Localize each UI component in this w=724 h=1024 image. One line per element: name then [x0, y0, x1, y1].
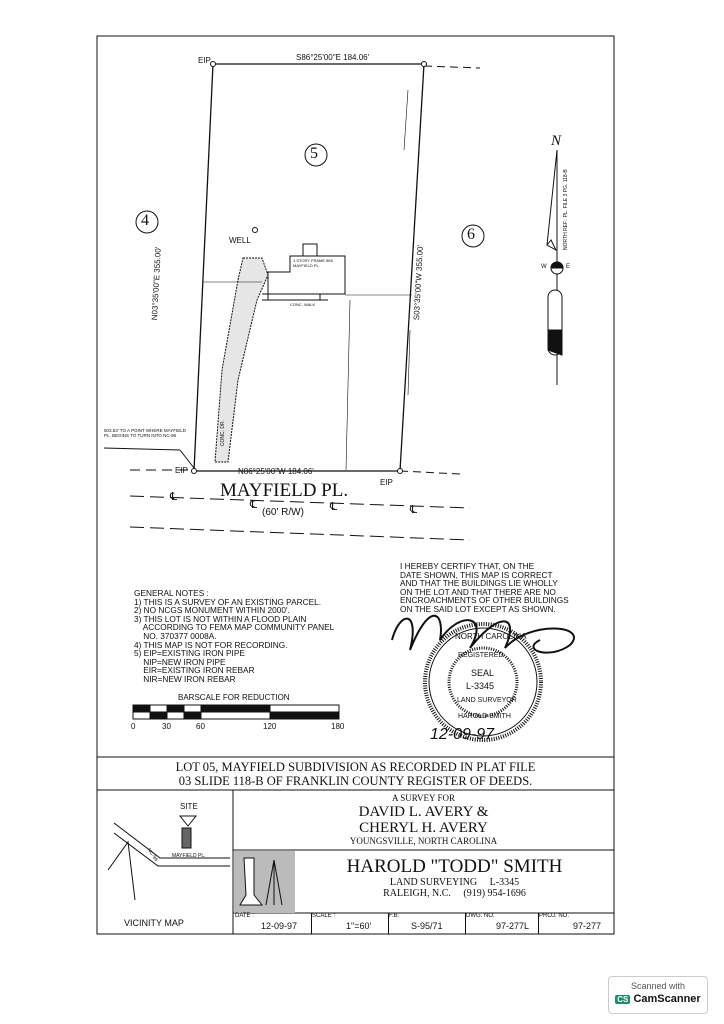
field-value: 1"=60': [346, 921, 372, 931]
field-label: SCALE :: [312, 913, 336, 919]
date-field: DATE : 12-09-97: [235, 913, 312, 934]
centerline-symbol: ℄: [410, 504, 418, 516]
note-line: 1) THIS IS A SURVEY OF AN EXISTING PARCE…: [134, 596, 322, 607]
centerline-symbol: ℄: [330, 501, 338, 513]
cert-line: ON THE LOT AND THAT THERE ARE NO: [400, 586, 556, 597]
seal-center: SEAL: [471, 668, 495, 678]
north-label: N: [551, 133, 562, 149]
vicinity-site: SITE: [180, 802, 198, 811]
bearing-south: N86°25'00"W 184.06': [238, 467, 314, 476]
adjacent-lot-west: 4: [141, 212, 149, 229]
cert-line: I HEREBY CERTIFY THAT, ON THE: [400, 561, 535, 571]
barscale-title: BARSCALE FOR REDUCTION: [178, 693, 290, 702]
house-label: 1 STORY FRAME 865 MAYFIELD PL.: [293, 258, 333, 268]
vicinity-road: MAYFIELD PL.: [172, 853, 206, 859]
surveyor-business: LAND SURVEYING L-3345: [389, 877, 520, 888]
note-line: 3) THIS LOT IS NOT WITHIN A FLOOD PLAIN: [134, 613, 307, 624]
camscanner-logo-icon: CS: [615, 995, 631, 1004]
note-line: 4) THIS MAP IS NOT FOR RECORDING.: [134, 639, 288, 650]
client-name: CHERYL H. AVERY: [359, 820, 488, 836]
surveyor-contact: RALEIGH, N.C. (919) 954-1696: [383, 888, 526, 899]
cert-line: ON THE SAID LOT EXCEPT AS SHOWN.: [400, 603, 556, 614]
lot-description-line: LOT 05, MAYFIELD SUBDIVISION AS RECORDED…: [175, 760, 536, 774]
client-location: YOUNGSVILLE, NORTH CAROLINA: [349, 836, 498, 846]
road-note: 503.53' TO A POINT WHERE MAYFIELD PL. BE…: [104, 428, 187, 438]
right-of-way: (60' R/W): [262, 507, 304, 518]
barscale-tick: 30: [162, 722, 171, 731]
well-label: WELL: [229, 236, 251, 245]
scale-field: SCALE : 1"=60': [312, 913, 389, 934]
field-value: S-95/71: [411, 921, 443, 931]
seal-top: NORTH CAROLINA: [455, 632, 527, 641]
scanner-brand: CS CamScanner: [609, 993, 707, 1005]
seal-license: L-3345: [466, 681, 495, 691]
field-label: DWG. NO.: [466, 913, 495, 919]
scanner-line: Scanned with: [630, 981, 686, 991]
field-label: F.B.: [389, 913, 400, 919]
compass-west: W: [541, 264, 547, 270]
walk-label: CONC. WALK: [290, 302, 316, 307]
field-book-field: F.B. S-95/71: [389, 913, 466, 934]
eip-label: EIP: [175, 466, 188, 475]
scanner-brand-text: CamScanner: [633, 993, 701, 1005]
project-number-field: PROJ. NO.97-277: [539, 913, 613, 934]
centerline-symbol: ℄: [250, 499, 258, 511]
eip-label: EIP: [198, 56, 211, 65]
barscale-tick: 180: [331, 722, 345, 731]
field-label: DATE :: [235, 913, 254, 919]
drawing-number-field: DWG. NO.97-277L: [466, 913, 539, 934]
notes-title: GENERAL NOTES :: [134, 588, 209, 598]
note-line: NIP=NEW IRON PIPE: [134, 656, 226, 667]
compass-east: E: [566, 264, 571, 270]
eip-label: EIP: [380, 478, 393, 487]
field-label: PROJ. NO.: [539, 913, 570, 919]
field-value: 97-277: [573, 921, 602, 931]
camscanner-badge: Scanned with CS CamScanner: [608, 976, 708, 1014]
sheet-border: [96, 35, 615, 935]
seal-land-surveyor: LAND SURVEYOR: [457, 697, 517, 704]
field-value: 97-277L: [496, 921, 530, 931]
note-line: EIR=EXISTING IRON REBAR: [134, 665, 255, 676]
barscale-tick: 120: [263, 722, 277, 731]
barscale-tick: 60: [196, 722, 205, 731]
drive-label: CONC. DR.: [220, 419, 227, 447]
lot-description: LOT 05, MAYFIELD SUBDIVISION AS RECORDED…: [97, 760, 614, 788]
lot-description-line: 03 SLIDE 118-B OF FRANKLIN COUNTY REGIST…: [178, 774, 533, 788]
street-name: MAYFIELD PL.: [220, 480, 349, 501]
cert-line: DATE SHOWN, THIS MAP IS CORRECT: [400, 569, 553, 580]
adjacent-lot-east: 6: [467, 226, 475, 243]
general-notes: GENERAL NOTES : 1) THIS IS A SURVEY OF A…: [134, 589, 334, 684]
bearing-north: S86°25'00"E 184.06': [296, 53, 370, 62]
barscale-tick: 0: [131, 722, 136, 731]
survey-for-block: A SURVEY FOR DAVID L. AVERY & CHERYL H. …: [233, 793, 614, 847]
note-line: ACCORDING TO FEMA MAP COMMUNITY PANEL: [134, 622, 335, 633]
note-line: 2) NO NCGS MONUMENT WITHIN 2000'.: [134, 605, 290, 616]
surveyor-block: HAROLD "TODD" SMITH LAND SURVEYING L-334…: [295, 856, 614, 899]
certification: I HEREBY CERTIFY THAT, ON THE DATE SHOWN…: [400, 562, 569, 614]
field-value: 12-09-97: [261, 921, 298, 931]
note-line: NO. 370377 0008A.: [134, 630, 217, 641]
survey-for-label: A SURVEY FOR: [392, 793, 455, 803]
seal-registered: REGISTERED: [458, 652, 504, 659]
cert-line: AND THAT THE BUILDINGS LIE WHOLLY: [400, 578, 558, 589]
seal-name: HAROLD SMITH: [458, 713, 511, 720]
note-line: NIR=NEW IRON REBAR: [134, 673, 236, 684]
surveyor-name: HAROLD "TODD" SMITH: [346, 856, 563, 877]
cert-line: ENCROACHMENTS OF OTHER BUILDINGS: [400, 595, 569, 606]
north-reference: NORTH REF.: PL. FILE 3 PG. 118-B: [563, 169, 569, 250]
signed-date: 12-09-97: [430, 726, 495, 743]
centerline-symbol: ℄: [170, 491, 178, 503]
lot-number: 5: [310, 145, 318, 162]
client-name: DAVID L. AVERY &: [358, 804, 489, 820]
vicinity-map-title: VICINITY MAP: [124, 918, 184, 928]
note-line: 5) EIP=EXISTING IRON PIPE: [134, 648, 245, 659]
